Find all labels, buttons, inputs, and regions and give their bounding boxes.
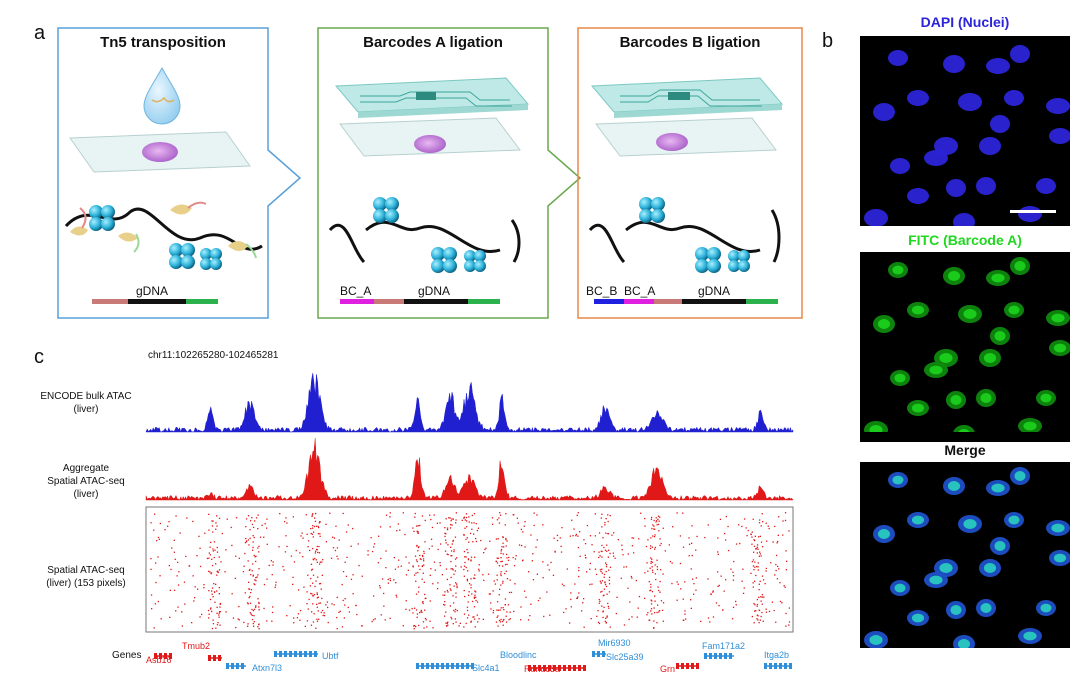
nucleus	[890, 158, 910, 174]
nucleus	[986, 58, 1010, 74]
gene-model	[676, 663, 699, 669]
gene-mir6930: Mir6930	[598, 638, 631, 648]
nucleus	[1010, 45, 1030, 63]
nucleus	[953, 425, 975, 432]
gene-atxn7l3: Atxn7l3	[252, 663, 283, 673]
nucleus	[924, 150, 948, 166]
gene-model	[704, 653, 734, 659]
nucleosome-icon	[89, 197, 750, 273]
gene-model	[226, 663, 246, 669]
nucleus	[946, 179, 966, 197]
gene-rundc3a: Rundc3a	[524, 664, 561, 674]
step2-title: Barcodes A ligation	[363, 34, 503, 51]
dapi-image	[860, 36, 1070, 226]
nucleus	[873, 103, 895, 121]
fitc-title: FITC (Barcode A)	[908, 232, 1022, 248]
gene-slc4a1: Slc4a1	[472, 663, 500, 673]
nucleus	[953, 213, 975, 226]
gene-slc25a39: Slc25a39	[606, 652, 644, 662]
barcode-bar-step2	[340, 299, 500, 304]
gene-itga2b: Itga2b	[764, 650, 790, 660]
reagent-droplet-icon	[143, 66, 181, 125]
merge-image	[860, 462, 1070, 648]
panel-label-a: a	[34, 22, 46, 44]
tn5-transposase-icon	[70, 201, 257, 259]
nucleus	[1049, 128, 1070, 144]
frame-step1	[57, 27, 302, 319]
gene-fam171a2: Fam171a2	[702, 641, 746, 651]
genomic-region: chr11:102265280-102465281	[148, 350, 279, 361]
gene-model	[592, 651, 606, 657]
step1-title: Tn5 transposition	[100, 34, 226, 51]
nucleus	[943, 55, 965, 73]
panel-label-b: b	[822, 30, 834, 52]
nucleus	[888, 50, 908, 66]
fitc-image	[860, 252, 1070, 442]
nucleus	[979, 137, 1001, 155]
gene-model	[274, 651, 318, 657]
barcode-bar-step1	[92, 299, 218, 304]
nucleus	[976, 177, 996, 195]
bc-a-label-step3: BC_A	[624, 284, 656, 298]
gene-grn: Grn	[660, 664, 676, 674]
gene-model	[528, 665, 586, 671]
tissue-section	[142, 142, 178, 162]
track2-label: Aggregate Spatial ATAC-seq (liver)	[47, 463, 125, 500]
gene-ubtf: Ubtf	[322, 651, 339, 661]
nucleus	[907, 188, 929, 204]
scale-bar	[1010, 210, 1056, 213]
nucleus	[1004, 90, 1024, 106]
frame-step2	[317, 27, 582, 319]
gdna-label-step1: gDNA	[136, 284, 169, 298]
gene-asb16: Asb16	[146, 655, 172, 665]
gdna-label-step2: gDNA	[418, 284, 451, 298]
gene-model	[416, 663, 474, 669]
track1-label: ENCODE bulk ATAC (liver)	[40, 391, 132, 415]
track3-label: Spatial ATAC-seq (liver) (153 pixels)	[46, 565, 126, 589]
bc-a-label-step2: BC_A	[340, 284, 372, 298]
gdna-label-step3: gDNA	[698, 284, 731, 298]
gene-model	[208, 655, 222, 661]
gene-tmub2: Tmub2	[182, 641, 211, 651]
barcode-bar-step3	[594, 299, 778, 304]
spatial-track-frame	[145, 506, 794, 633]
nucleus	[990, 115, 1010, 133]
gene-bloodlinc: Bloodlinc	[500, 650, 537, 660]
bc-b-label-step3: BC_B	[586, 284, 618, 298]
frame-step3	[577, 27, 803, 319]
nucleus	[907, 90, 929, 106]
nucleus	[1046, 98, 1070, 114]
dna-strand-step2	[365, 220, 501, 254]
panel-label-c: c	[34, 346, 44, 368]
gene-model	[764, 663, 792, 669]
nucleus	[1036, 178, 1056, 194]
step3-title: Barcodes B ligation	[619, 34, 761, 51]
dapi-title: DAPI (Nuclei)	[920, 14, 1010, 30]
genes-label: Genes	[112, 650, 142, 661]
nucleus	[864, 209, 888, 226]
nucleus	[958, 93, 982, 111]
merge-title: Merge	[944, 442, 986, 458]
gene-model	[154, 653, 172, 659]
